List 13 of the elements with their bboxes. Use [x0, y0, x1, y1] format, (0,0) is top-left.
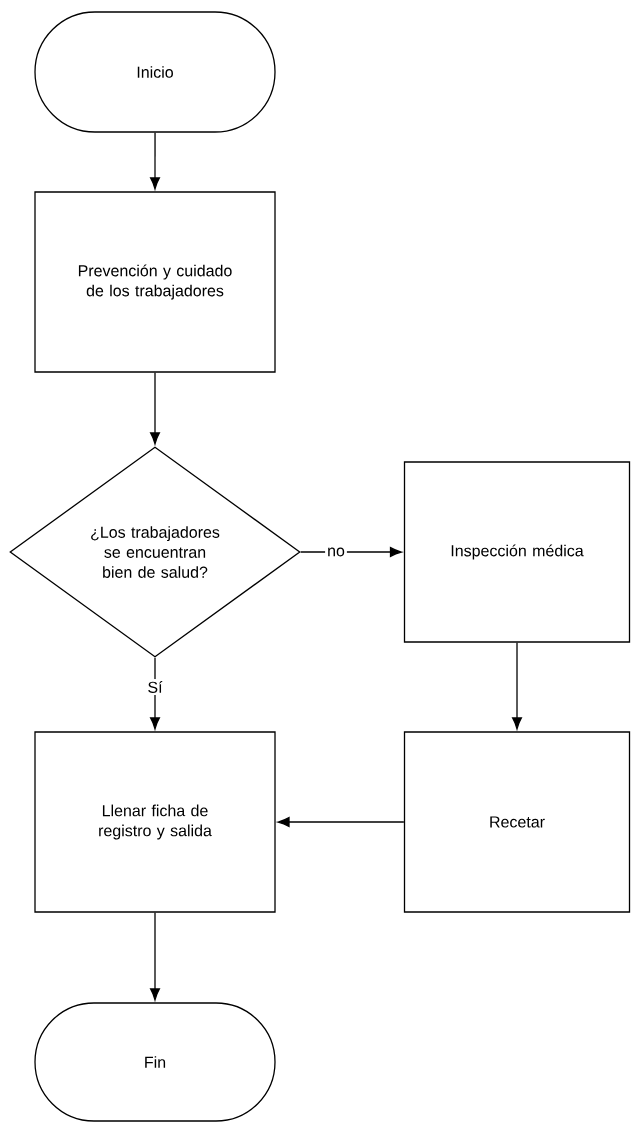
arrow [150, 372, 160, 445]
edge-label: Sí [145, 679, 165, 695]
arrow [300, 547, 402, 557]
arrow [277, 817, 405, 827]
edge-label: no [325, 545, 347, 559]
process-box: Inspección médica [403, 461, 631, 643]
arrow [512, 642, 522, 730]
arrow [150, 132, 160, 190]
process-box: Prevención y cuidado de los trabajadores [34, 191, 276, 373]
arrow [150, 912, 160, 1001]
arrow [150, 657, 160, 730]
process-box: Llenar ficha de registro y salida [34, 731, 276, 913]
process-box: Recetar [403, 731, 631, 913]
